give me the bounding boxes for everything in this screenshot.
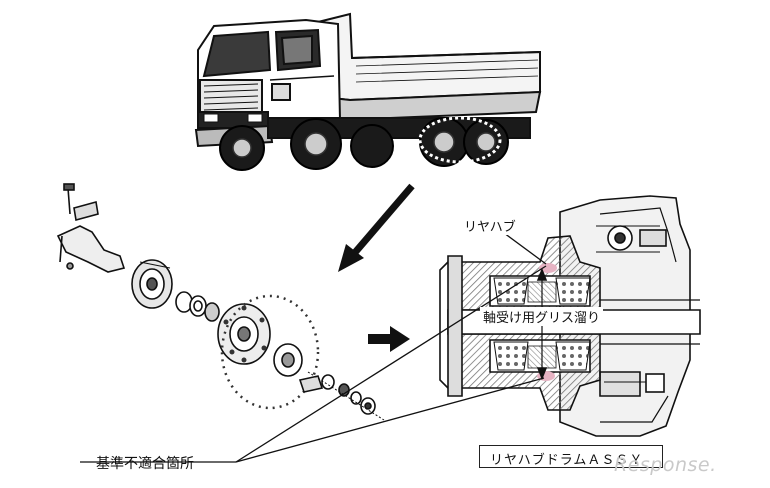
- direction-arrow: [338, 183, 415, 272]
- assy-caption-box: リヤハブドラムＡＳＳＹ: [479, 445, 663, 468]
- bearing-grease-label: 軸受け用グリス溜り: [480, 307, 604, 326]
- rear-hub-cross-section: [439, 195, 701, 437]
- rear-hub-drum-assy-label: リヤハブドラムＡＳＳＹ: [490, 453, 644, 468]
- response-watermark: Response.: [614, 454, 717, 476]
- defect-location-label: 基準不適合箇所: [96, 456, 194, 472]
- direction-arrow: [368, 326, 410, 352]
- exploded-hub-assembly: [56, 183, 385, 421]
- leader-lines: [80, 229, 547, 463]
- dump-truck-illustration: [194, 12, 542, 171]
- rear-hub-label: リヤハブ: [462, 216, 518, 235]
